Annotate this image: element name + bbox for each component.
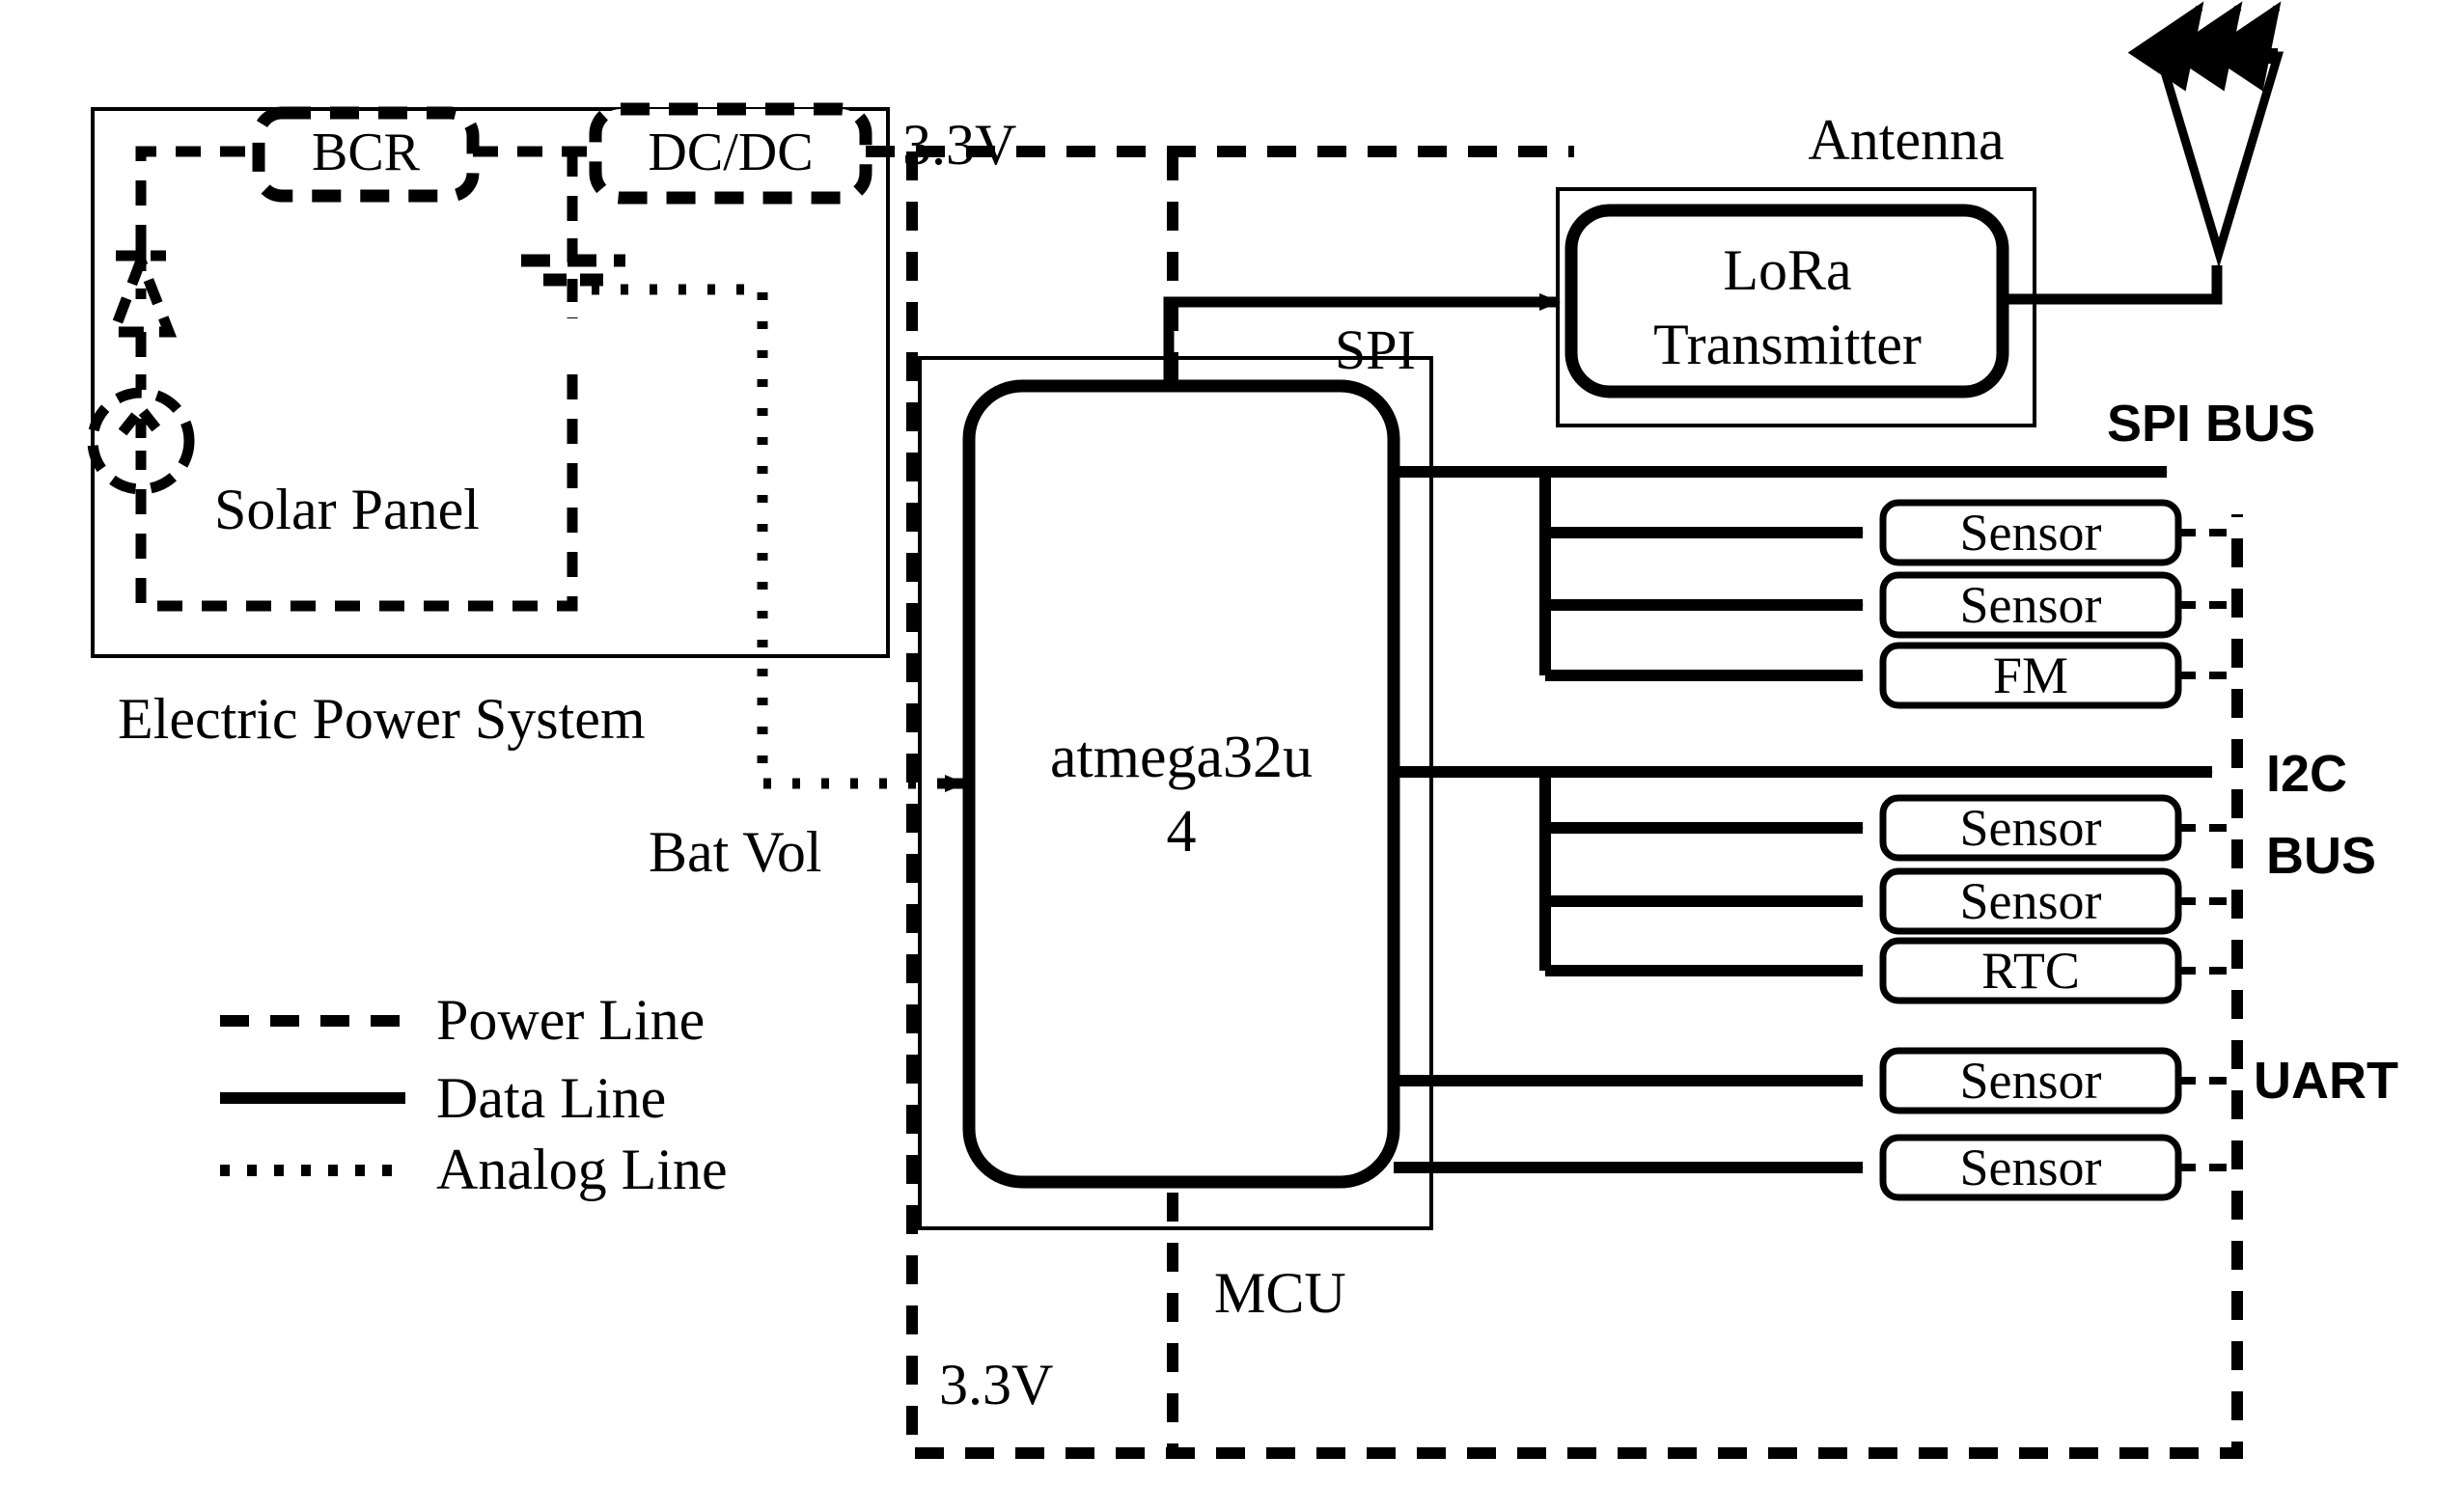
uart-peripheral-1-label: Sensor xyxy=(1960,1139,2102,1196)
bottom-voltage-label: 3.3V xyxy=(939,1353,1053,1416)
spi-label: SPI xyxy=(1335,318,1416,381)
battery-icon xyxy=(521,238,625,318)
power-wire-solar-to-bcr xyxy=(135,146,259,250)
legend-label-data-line: Data Line xyxy=(436,1066,666,1130)
antenna-feed-line xyxy=(2003,264,2223,305)
eps-group-box xyxy=(91,107,890,658)
spi-data-line-to-lora xyxy=(1163,296,1537,386)
dcdc-block[interactable]: DC/DC xyxy=(589,102,872,205)
mcu-chip-label-line1: atmega32u xyxy=(1050,725,1313,790)
uart-peripheral-1[interactable]: Sensor xyxy=(1879,1134,2182,1201)
bcr-block[interactable]: BCR xyxy=(252,106,480,203)
legend-label-analog-line: Analog Line xyxy=(436,1138,728,1201)
diode-icon xyxy=(106,245,178,390)
spi-peripheral-2-label: FM xyxy=(1993,646,2068,704)
bcr-label: BCR xyxy=(312,123,421,182)
lora-label-line2: Transmitter xyxy=(1653,313,1922,376)
mcu-chip-block[interactable]: atmega32u 4 xyxy=(962,379,1400,1189)
uart-peripheral-0[interactable]: Sensor xyxy=(1879,1047,2182,1114)
i2c-peripheral-0-label: Sensor xyxy=(1960,799,2102,857)
spi-bus-label: SPI BUS xyxy=(2107,395,2315,453)
uart-peripheral-0-label: Sensor xyxy=(1960,1052,2102,1110)
power-wire-solar-return xyxy=(135,371,578,612)
solar-cell-current-source-icon xyxy=(87,387,195,495)
power-rail-mcu-branch xyxy=(906,151,2243,1459)
mcu-group-label: MCU xyxy=(1214,1261,1346,1325)
solar-panel-label: Solar Panel xyxy=(214,478,480,541)
lora-label-line1: LoRa xyxy=(1723,238,1851,302)
top-voltage-label: 3.3V xyxy=(902,113,1016,177)
spi-peripheral-2[interactable]: FM xyxy=(1879,642,2182,709)
spi-peripheral-0-label: Sensor xyxy=(1960,504,2102,562)
eps-group-label: Electric Power System xyxy=(118,687,646,751)
radio-group-box xyxy=(1556,187,2036,427)
legend-label-power-line: Power Line xyxy=(436,988,705,1052)
mcu-chip-label-line2: 4 xyxy=(1167,799,1197,865)
i2c-peripheral-0[interactable]: Sensor xyxy=(1879,794,2182,862)
antenna-label: Antenna xyxy=(1808,108,2004,172)
spi-peripheral-0[interactable]: Sensor xyxy=(1879,499,2182,566)
dcdc-label: DC/DC xyxy=(648,123,813,182)
analog-line-bat-vol xyxy=(567,280,941,789)
lora-transmitter-block[interactable]: LoRa Transmitter xyxy=(1564,204,2009,398)
mcu-group-box xyxy=(918,356,1433,1230)
spi-peripheral-1[interactable]: Sensor xyxy=(1879,571,2182,639)
legend: Power Line Data Line Analog Line xyxy=(220,988,728,1201)
i2c-peripheral-1[interactable]: Sensor xyxy=(1879,867,2182,935)
i2c-peripheral-1-label: Sensor xyxy=(1960,872,2102,930)
uart-bus-label: UART xyxy=(2254,1052,2398,1110)
antenna-icon xyxy=(2153,48,2284,268)
spi-peripheral-1-label: Sensor xyxy=(1960,576,2102,634)
i2c-bus-label-line1: I2C xyxy=(2266,745,2347,803)
i2c-peripheral-2[interactable]: RTC xyxy=(1879,937,2182,1004)
bat-vol-label: Bat Vol xyxy=(649,820,822,884)
i2c-bus-label-line2: BUS xyxy=(2266,827,2376,885)
i2c-peripheral-2-label: RTC xyxy=(1981,942,2080,1000)
radiation-arrows-icon xyxy=(2127,1,2282,92)
